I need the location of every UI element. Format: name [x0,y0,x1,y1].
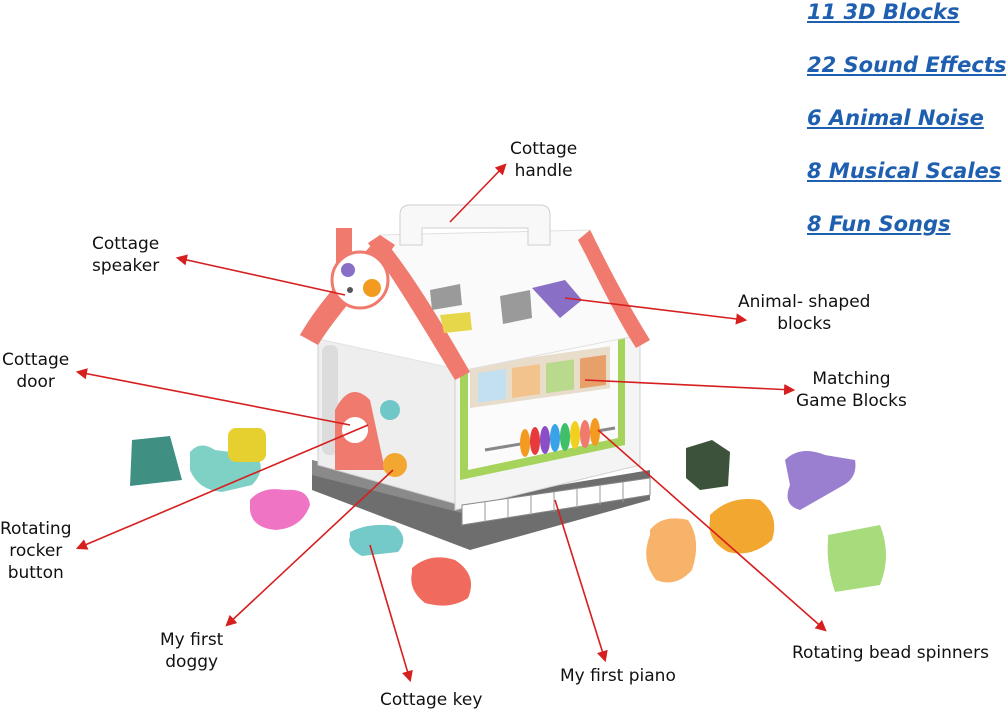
arrow-animal-shaped-blocks [564,297,748,325]
loose-blocks [130,428,886,606]
feature-musical-scales[interactable]: 8 Musical Scales [807,159,1002,183]
arrow-rotating-rocker-button [75,424,369,550]
doggy-figure [383,453,407,477]
block-orange-bear [646,518,697,583]
block-dark-green-hexagon [686,440,730,490]
arrow-cottage-handle [449,163,507,223]
shape-holes [430,280,582,333]
feature-sound-effects[interactable]: 22 Sound Effects [807,53,1006,77]
arrow-rotating-bead-spinners [597,429,827,632]
block-pink-frog [250,489,310,530]
arrow-cottage-key [369,544,413,683]
speaker-panel [330,250,390,310]
label-my-first-piano: My first piano [560,666,676,686]
arrow-cottage-door [75,368,351,426]
cottage-handle [399,204,551,246]
feature-fun-songs[interactable]: 8 Fun Songs [807,212,951,236]
block-red-rooster [411,557,472,606]
arrow-my-first-doggy [225,469,394,627]
feature-blocks[interactable]: 11 3D Blocks [807,0,960,24]
bead-spinners [484,418,616,457]
arrow-cottage-speaker [175,254,346,296]
feature-animal-noise[interactable]: 6 Animal Noise [807,106,984,130]
arrow-my-first-piano [554,499,608,663]
label-cottage-key: Cottage key [380,690,483,710]
block-teal-triangle [130,436,182,486]
block-orange-flower [709,499,775,554]
cottage-key-block [349,524,404,556]
label-rotating-bead-spinners: Rotating bead spinners [792,643,989,663]
annotation-arrows [75,163,827,683]
block-green-heart [827,525,886,592]
arrow-matching-game-blocks [584,379,796,396]
block-yellow [228,428,266,462]
block-purple-dog [785,451,856,510]
